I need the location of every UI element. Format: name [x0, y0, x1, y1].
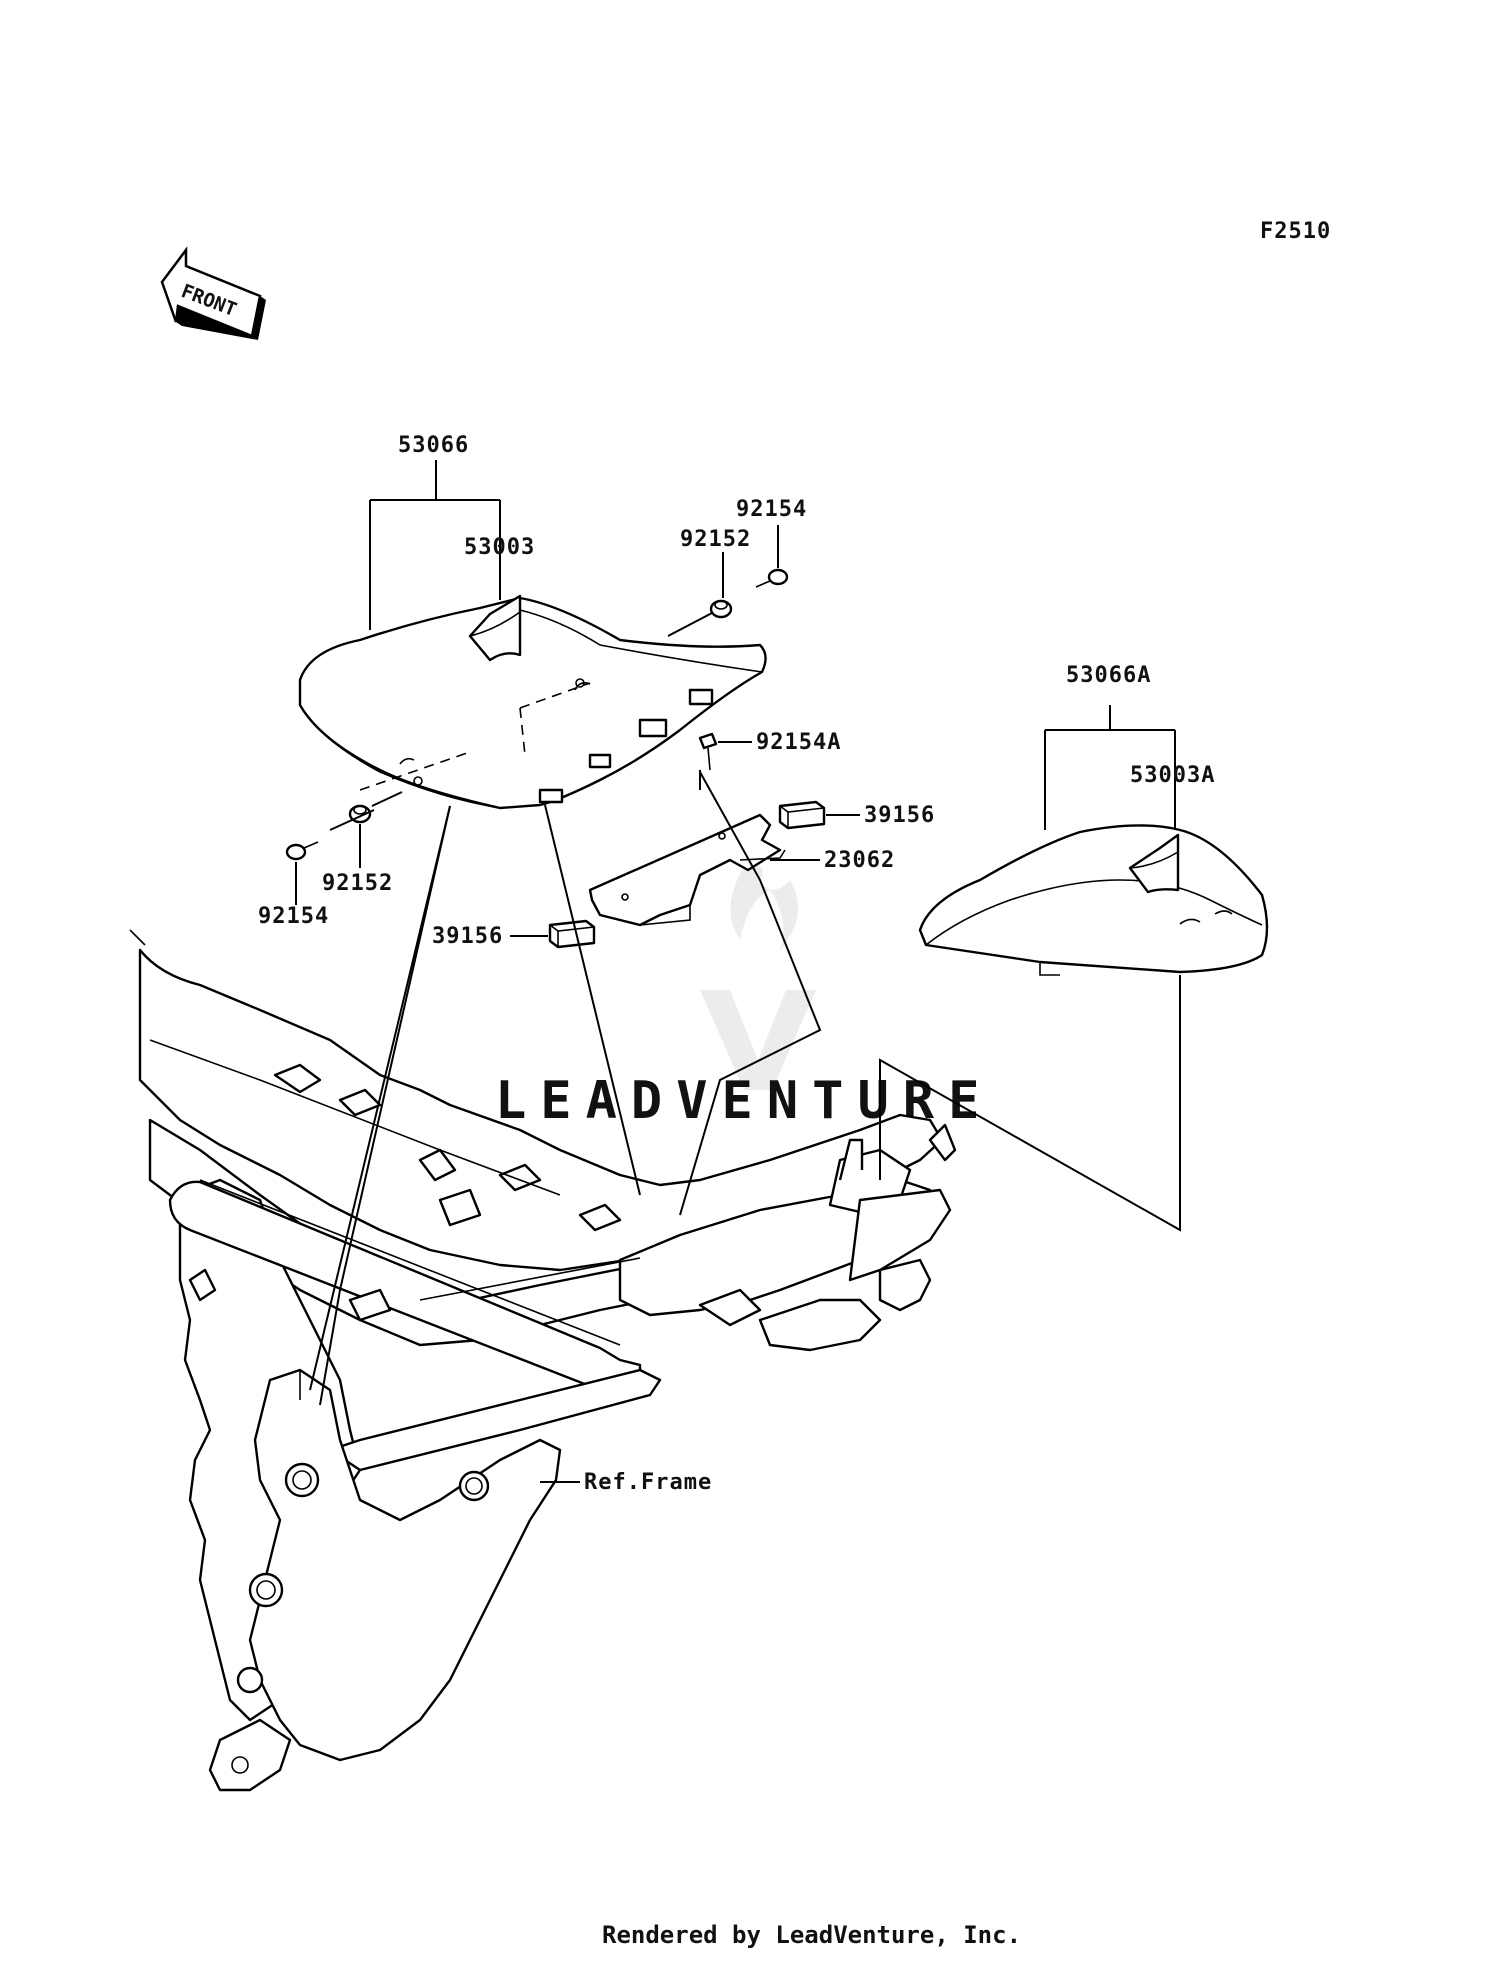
bolt-92154A[interactable]: [698, 732, 718, 771]
callout-53066A: 53066A: [1066, 663, 1151, 688]
damper-39156-right[interactable]: [778, 800, 826, 830]
footer-credit: Rendered by LeadVenture, Inc.: [602, 1921, 1021, 1949]
callout-92154A: 92154A: [756, 730, 841, 755]
bolt-92154-bottom[interactable]: [285, 841, 319, 861]
callout-39156-left: 39156: [432, 924, 503, 949]
callout-53003: 53003: [464, 535, 535, 560]
callout-92154-top: 92154: [736, 497, 807, 522]
figure-code: F2510: [1260, 219, 1331, 244]
front-seat[interactable]: [298, 594, 767, 810]
callout-92154-bottom: 92154: [258, 904, 329, 929]
rear-seat-cowl[interactable]: [918, 824, 1269, 976]
callout-53003A: 53003A: [1130, 763, 1215, 788]
collar-92152-top[interactable]: [709, 599, 733, 619]
callout-53066: 53066: [398, 433, 469, 458]
front-arrow-icon: FRONT: [160, 246, 266, 340]
bracket-23062[interactable]: [588, 813, 786, 927]
callout-39156-right: 39156: [864, 803, 935, 828]
callout-ref-frame: Ref.Frame: [584, 1470, 712, 1495]
callout-23062: 23062: [824, 848, 895, 873]
damper-39156-left[interactable]: [548, 919, 596, 949]
bolt-92154-top[interactable]: [755, 568, 789, 588]
callout-92152-top: 92152: [680, 527, 751, 552]
callout-92152-bottom: 92152: [322, 871, 393, 896]
motorcycle-frame: [129, 929, 957, 1792]
leader-lines: [295, 460, 1181, 1483]
